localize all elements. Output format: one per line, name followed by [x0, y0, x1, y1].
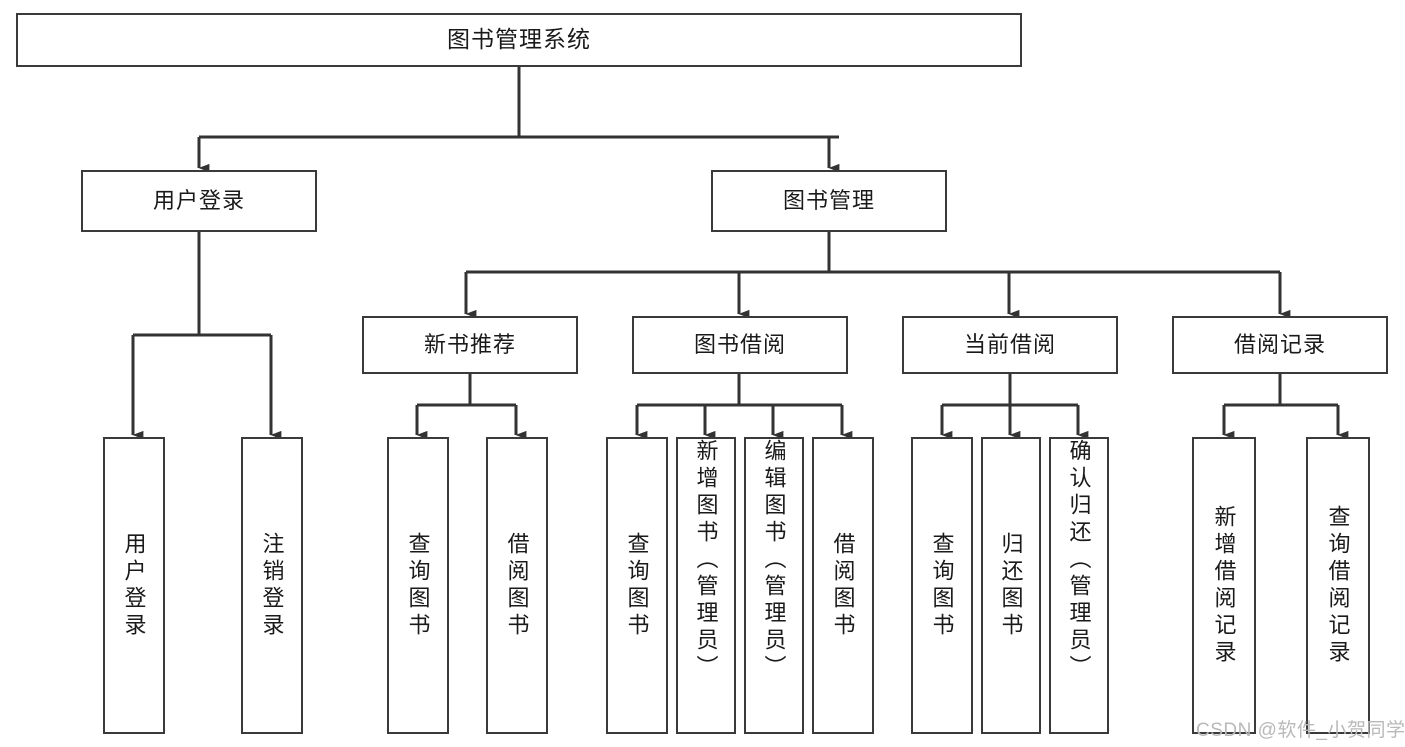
node-leaf-add-book-label: 新增图书（管理员）: [693, 439, 719, 682]
node-root[interactable]: 图书管理系统: [16, 13, 1022, 67]
node-leaf-rec-query-label: 查询图书: [405, 531, 431, 640]
node-leaf-confirm-return-label: 确认归还（管理员）: [1066, 439, 1092, 682]
node-leaf-user-login-label: 用户登录: [121, 531, 147, 640]
node-root-label: 图书管理系统: [447, 26, 591, 53]
node-borrow-record-label: 借阅记录: [1233, 332, 1326, 358]
node-current-borrow[interactable]: 当前借阅: [902, 316, 1118, 374]
node-leaf-edit-book[interactable]: 编辑图书（管理员）: [744, 437, 804, 734]
node-leaf-return-book[interactable]: 归还图书: [981, 437, 1041, 734]
node-leaf-borrow-book[interactable]: 借阅图书: [812, 437, 874, 734]
node-book-manage[interactable]: 图书管理: [711, 170, 947, 232]
node-leaf-borrow-query[interactable]: 查询图书: [606, 437, 668, 734]
node-leaf-edit-book-label: 编辑图书（管理员）: [761, 439, 787, 682]
node-leaf-add-record[interactable]: 新增借阅记录: [1192, 437, 1256, 734]
node-new-book-rec[interactable]: 新书推荐: [362, 316, 578, 374]
node-leaf-rec-query[interactable]: 查询图书: [387, 437, 449, 734]
node-user-login-label: 用户登录: [152, 188, 245, 214]
node-leaf-confirm-return[interactable]: 确认归还（管理员）: [1049, 437, 1109, 734]
node-leaf-query-record-label: 查询借阅记录: [1325, 504, 1351, 667]
node-leaf-cur-query[interactable]: 查询图书: [911, 437, 973, 734]
node-borrow-record[interactable]: 借阅记录: [1172, 316, 1388, 374]
node-leaf-add-book[interactable]: 新增图书（管理员）: [676, 437, 736, 734]
node-leaf-cur-query-label: 查询图书: [929, 531, 955, 640]
node-leaf-user-login[interactable]: 用户登录: [103, 437, 165, 734]
node-new-book-rec-label: 新书推荐: [423, 332, 516, 358]
node-leaf-logout[interactable]: 注销登录: [241, 437, 303, 734]
node-leaf-borrow-query-label: 查询图书: [624, 531, 650, 640]
node-book-borrow-label: 图书借阅: [693, 332, 786, 358]
node-leaf-query-record[interactable]: 查询借阅记录: [1306, 437, 1370, 734]
node-current-borrow-label: 当前借阅: [963, 332, 1056, 358]
node-book-borrow[interactable]: 图书借阅: [632, 316, 848, 374]
node-leaf-rec-borrow-label: 借阅图书: [504, 531, 530, 640]
node-leaf-add-record-label: 新增借阅记录: [1211, 504, 1237, 667]
node-leaf-logout-label: 注销登录: [259, 531, 285, 640]
node-book-manage-label: 图书管理: [782, 188, 875, 214]
node-leaf-borrow-book-label: 借阅图书: [830, 531, 856, 640]
node-leaf-rec-borrow[interactable]: 借阅图书: [486, 437, 548, 734]
node-leaf-return-book-label: 归还图书: [998, 531, 1024, 640]
node-user-login[interactable]: 用户登录: [81, 170, 317, 232]
